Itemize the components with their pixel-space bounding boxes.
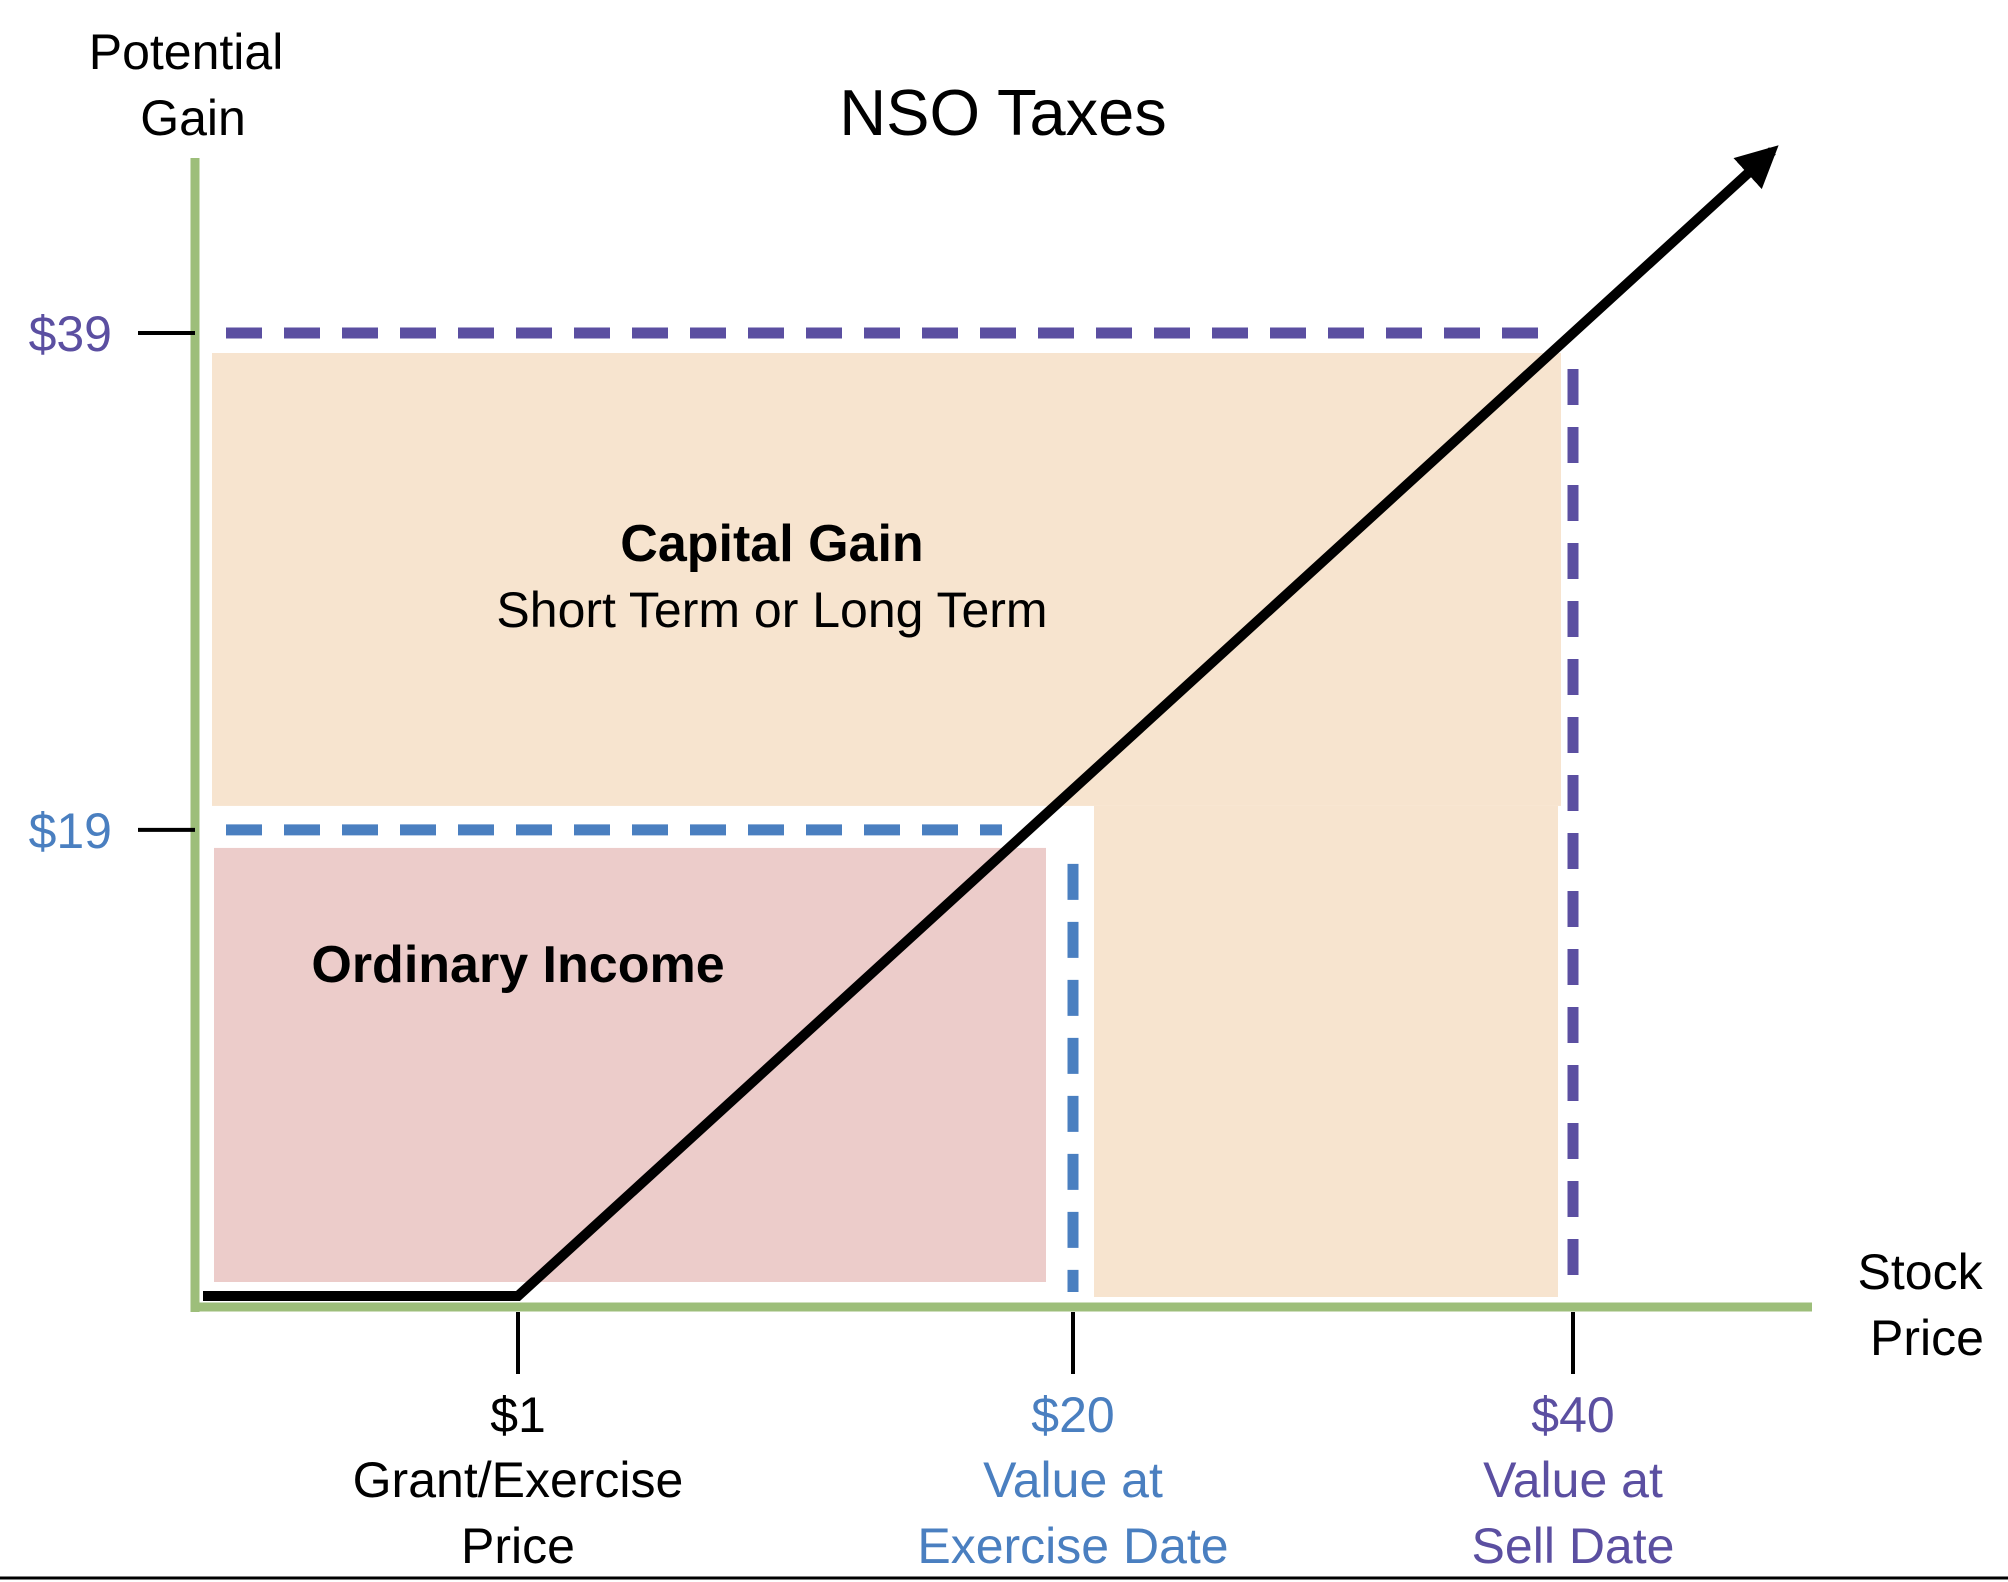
reference-lines [226, 327, 1579, 1292]
x-tick-caption: Exercise Date [917, 1518, 1228, 1574]
y-tick-label: $39 [29, 306, 112, 362]
capital-gain-region [212, 353, 1561, 806]
ordinary-income-region [214, 847, 1046, 1282]
capital-gain-label: Capital Gain [620, 515, 923, 573]
x-tick-label: $40 [1531, 1387, 1614, 1443]
capital-gain-subtitle: Short Term or Long Term [496, 582, 1047, 638]
y-axis-label-line-2: Gain [140, 90, 246, 146]
x-tick-label: $20 [1031, 1387, 1114, 1443]
tax-regions [212, 353, 1561, 1297]
y-axis-label: Potential Gain [89, 24, 298, 146]
y-tick-label: $19 [29, 803, 112, 859]
chart-title: NSO Taxes [839, 76, 1167, 149]
x-tick-caption: Price [461, 1518, 575, 1574]
x-axis-label-line-2: Price [1870, 1310, 1984, 1366]
gain-line [203, 145, 1779, 1301]
x-tick-caption: Value at [983, 1452, 1163, 1508]
x-axis-label: Stock Price [1858, 1244, 1997, 1366]
ordinary-income-label: Ordinary Income [311, 936, 724, 994]
x-tick-caption: Value at [1483, 1452, 1663, 1508]
y-ticks: $39 $19 [29, 306, 195, 859]
x-tick-label: $1 [490, 1387, 546, 1443]
x-tick-caption: Sell Date [1472, 1518, 1675, 1574]
capital-gain-region-lower [1094, 805, 1558, 1297]
y-axis-label-line-1: Potential [89, 24, 284, 80]
x-axis-label-line-1: Stock [1858, 1244, 1984, 1300]
x-tick-caption: Grant/Exercise [353, 1452, 684, 1508]
